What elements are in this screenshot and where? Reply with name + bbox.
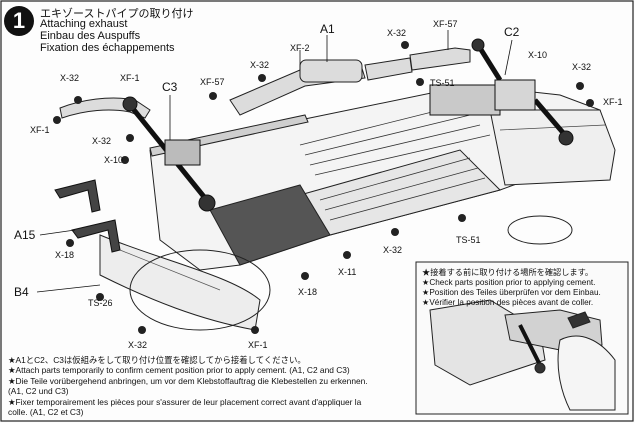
paint-label-xf1-left: XF-1 bbox=[120, 73, 140, 83]
part-label-c2: C2 bbox=[504, 25, 520, 39]
paint-label-x32-top: X-32 bbox=[387, 28, 407, 38]
paint-label-x32-bottom: X-32 bbox=[383, 245, 403, 255]
paint-label-x32-right: X-32 bbox=[572, 62, 592, 72]
paint-label-x32-lower: X-32 bbox=[128, 340, 148, 350]
inset-note-jp: ★接着する前に取り付ける場所を確認します。 bbox=[422, 268, 594, 277]
paint-label-xf2: XF-2 bbox=[290, 43, 310, 53]
note-fr-cont: colle. (A1, C2 et C3) bbox=[8, 407, 84, 417]
paint-label-x18-left: X-18 bbox=[55, 250, 75, 260]
paint-label-ts51-top: TS-51 bbox=[430, 78, 455, 88]
paint-label-xf57-top: XF-57 bbox=[433, 19, 458, 29]
note-en: ★Attach parts temporarily to confirm cem… bbox=[8, 365, 350, 375]
inset-note-en: ★Check parts position prior to applying … bbox=[422, 278, 596, 287]
paint-label-x10-left: X-10 bbox=[104, 155, 124, 165]
paint-label-x32-left: X-32 bbox=[60, 73, 80, 83]
paint-label-x10-right: X-10 bbox=[528, 50, 548, 60]
inset-note-de: ★Position des Teiles überprüfen vor dem … bbox=[422, 288, 601, 297]
part-label-c3: C3 bbox=[162, 80, 178, 94]
brackets-a15 bbox=[54, 179, 121, 253]
step-number-badge: 1 bbox=[4, 6, 34, 36]
driveshaft-c2 bbox=[429, 38, 574, 146]
step-title-de: Einbau des Auspuffs bbox=[40, 30, 141, 42]
inset-illustration bbox=[429, 299, 616, 411]
note-de-cont: (A1, C2 und C3) bbox=[8, 386, 69, 396]
paint-label-xf1-right: XF-1 bbox=[603, 97, 623, 107]
paint-label-xf1-far-left: XF-1 bbox=[30, 125, 50, 135]
step-title-fr: Fixation des échappements bbox=[40, 42, 175, 54]
paint-label-ts26: TS-26 bbox=[88, 298, 113, 308]
paint-label-xf1-lower: XF-1 bbox=[248, 340, 268, 350]
paint-label-x11: X-11 bbox=[338, 267, 357, 277]
paint-label-xf57-left: XF-57 bbox=[200, 77, 225, 87]
note-de: ★Die Teile vorübergehend anbringen, um v… bbox=[8, 376, 368, 386]
driveshaft-c3 bbox=[122, 96, 216, 212]
paint-label-ts51-bottom: TS-51 bbox=[456, 235, 481, 245]
note-fr: ★Fixer temporairement les pièces pour s'… bbox=[8, 397, 362, 407]
paint-label-x32-c3: X-32 bbox=[92, 136, 112, 146]
note-jp: ★A1とC2、C3は仮組みをして取り付け位置を確認してから接着してください。 bbox=[8, 355, 306, 365]
inset-note-fr: ★Vérifier la position des pièces avant d… bbox=[422, 298, 594, 307]
step-title-en: Attaching exhaust bbox=[40, 18, 128, 30]
paint-label-x32-mid: X-32 bbox=[250, 60, 270, 70]
part-label-b4: B4 bbox=[14, 285, 29, 299]
step-title-jp: エキゾーストパイプの取り付け bbox=[40, 8, 194, 20]
part-label-a15: A15 bbox=[14, 228, 36, 242]
part-label-a1: A1 bbox=[320, 22, 335, 36]
paint-label-x18-bottom: X-18 bbox=[298, 287, 318, 297]
